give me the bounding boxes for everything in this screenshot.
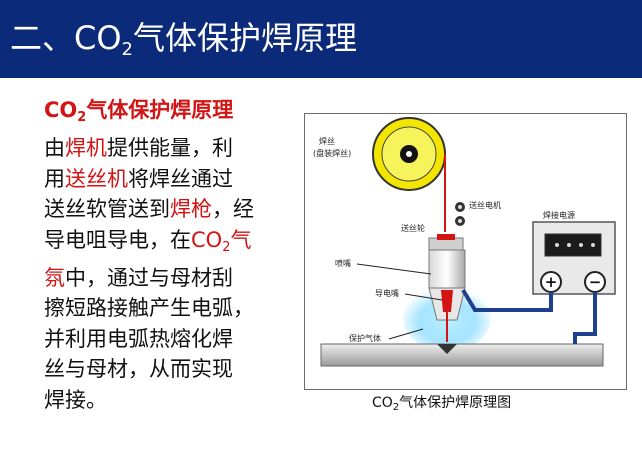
- heading-subscript: 2: [77, 110, 87, 125]
- line3-c: ，经: [212, 197, 254, 222]
- positive-cable: [461, 288, 553, 312]
- line4-a: 导电咀导电，在: [44, 227, 191, 252]
- welding-diagram-svg: 焊丝 (盘装焊丝) 送丝电机 送丝轮 喷嘴 导电嘴 保护气体: [313, 117, 616, 367]
- term-wire-feeder: 送丝机: [65, 166, 128, 191]
- body-text: CO2气体保护焊原理 由焊机提供能量，利 用送丝机将焊丝通过 送丝软管送到焊枪，…: [44, 95, 284, 415]
- body-line-8: 丝与母材，从而实现: [44, 357, 233, 382]
- term-atmosphere: 氛: [44, 266, 65, 291]
- label-wire-spool-1: 焊丝: [319, 136, 335, 146]
- body-line-4: 导电咀导电，在CO2气: [44, 225, 284, 263]
- negative-cable: [573, 292, 597, 344]
- diagram-caption: CO2气体保护焊原理图: [372, 392, 511, 413]
- term-co2: CO2气: [191, 227, 252, 255]
- term-co2-subscript: 2: [222, 239, 231, 255]
- term-welding-gun: 焊枪: [170, 197, 212, 222]
- body-line-5: 氛中，通过与母材刮: [44, 263, 284, 293]
- base-metal-plate: [320, 343, 604, 367]
- weld-pool: [437, 344, 457, 354]
- line1-c: 提供能量，利: [107, 136, 233, 161]
- pointer-gas: [388, 328, 424, 340]
- gun-nozzle-body: [428, 249, 466, 289]
- label-gas: 保护气体: [349, 333, 381, 343]
- line1-a: 由: [44, 136, 65, 161]
- pointer-nozzle: [356, 263, 432, 275]
- body-line-6: 擦短路接触产生电弧，: [44, 296, 254, 321]
- label-gun: 送丝轮: [401, 223, 425, 233]
- slide-title: 二、CO2气体保护焊原理: [10, 14, 357, 74]
- feed-roller-icon: [455, 202, 465, 226]
- plus-symbol: +: [545, 273, 558, 291]
- power-display: [544, 233, 602, 257]
- slide-title-subscript: 2: [121, 39, 133, 60]
- label-feeder: 送丝电机: [469, 200, 501, 210]
- body-line-9: 焊接。: [44, 387, 107, 412]
- term-gas: 气: [230, 227, 252, 252]
- line5-b: 中，通过与母材刮: [65, 266, 233, 291]
- label-wire-spool-2: (盘装焊丝): [313, 148, 351, 158]
- label-power: 焊接电源: [543, 210, 575, 220]
- caption-subscript: 2: [392, 402, 400, 413]
- caption-co: CO: [372, 395, 393, 411]
- line2-c: 将焊丝通过: [128, 166, 233, 191]
- welding-diagram: 焊丝 (盘装焊丝) 送丝电机 送丝轮 喷嘴 导电嘴 保护气体: [304, 113, 627, 390]
- body-line-1: 由焊机提供能量，利: [44, 133, 284, 163]
- body-line-2: 用送丝机将焊丝通过: [44, 164, 284, 194]
- slide-title-prefix: 二、CO: [10, 19, 122, 57]
- label-nozzle: 喷嘴: [335, 258, 351, 268]
- body-line-7: 并利用电弧热熔化焊: [44, 326, 233, 351]
- line3-a: 送丝软管送到: [44, 197, 170, 222]
- heading-rest: 气体保护焊原理: [86, 98, 234, 122]
- term-co2-text: CO: [191, 227, 223, 252]
- pointer-contact-tip: [404, 293, 443, 301]
- body-line-3: 送丝软管送到焊枪，经: [44, 194, 284, 224]
- gun-cap: [437, 234, 455, 240]
- line2-a: 用: [44, 166, 65, 191]
- wire-spool-icon: [372, 117, 446, 191]
- slide-title-suffix: 气体保护焊原理: [133, 19, 358, 57]
- title-bar: 二、CO2气体保护焊原理: [0, 0, 642, 78]
- caption-rest: 气体保护焊原理图: [399, 395, 512, 411]
- label-contact-tip: 导电嘴: [375, 288, 399, 298]
- body-heading: CO2气体保护焊原理: [44, 95, 284, 133]
- minus-symbol: −: [589, 273, 602, 291]
- term-welder: 焊机: [65, 136, 107, 161]
- heading-co: CO: [44, 98, 78, 122]
